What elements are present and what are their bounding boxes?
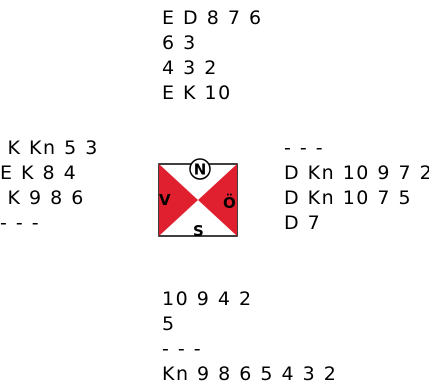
south-diamonds: - - - — [162, 338, 203, 360]
west-clubs: - - - — [0, 212, 41, 234]
east-spades: - - - — [284, 137, 325, 159]
north-hand: E D 8 7 6 6 3 4 3 2 E K 10 — [162, 6, 263, 106]
north-diamonds: 4 3 2 — [162, 57, 218, 79]
west-hand: K Kn 5 3 E K 8 4 K 9 8 6 - - - — [0, 136, 99, 236]
east-clubs: D 7 — [284, 212, 322, 234]
north-hearts: 6 3 — [162, 32, 197, 54]
north-spades: E D 8 7 6 — [162, 7, 263, 29]
north-clubs: E K 10 — [162, 82, 232, 104]
south-label: S — [193, 222, 204, 240]
west-triangle — [159, 164, 198, 236]
south-clubs: Kn 9 8 6 5 4 3 2 — [162, 363, 338, 385]
north-circle — [189, 158, 211, 180]
east-label: Ö — [223, 193, 236, 212]
south-spades: 10 9 4 2 — [162, 288, 253, 310]
west-spades: K Kn 5 3 — [0, 137, 99, 159]
east-hand: - - - D Kn 10 9 7 2 D Kn 10 7 5 D 7 — [284, 136, 429, 236]
south-hearts: 5 — [162, 313, 176, 335]
north-label: N — [194, 161, 207, 179]
west-label: V — [159, 191, 171, 209]
west-hearts: E K 8 4 — [0, 162, 78, 184]
compass-diagram: N V Ö S — [158, 158, 238, 240]
east-triangle — [198, 164, 237, 236]
south-hand: 10 9 4 2 5 - - - Kn 9 8 6 5 4 3 2 — [162, 287, 337, 387]
east-diamonds: D Kn 10 7 5 — [284, 187, 413, 209]
west-diamonds: K 9 8 6 — [0, 187, 85, 209]
east-hearts: D Kn 10 9 7 2 — [284, 162, 429, 184]
